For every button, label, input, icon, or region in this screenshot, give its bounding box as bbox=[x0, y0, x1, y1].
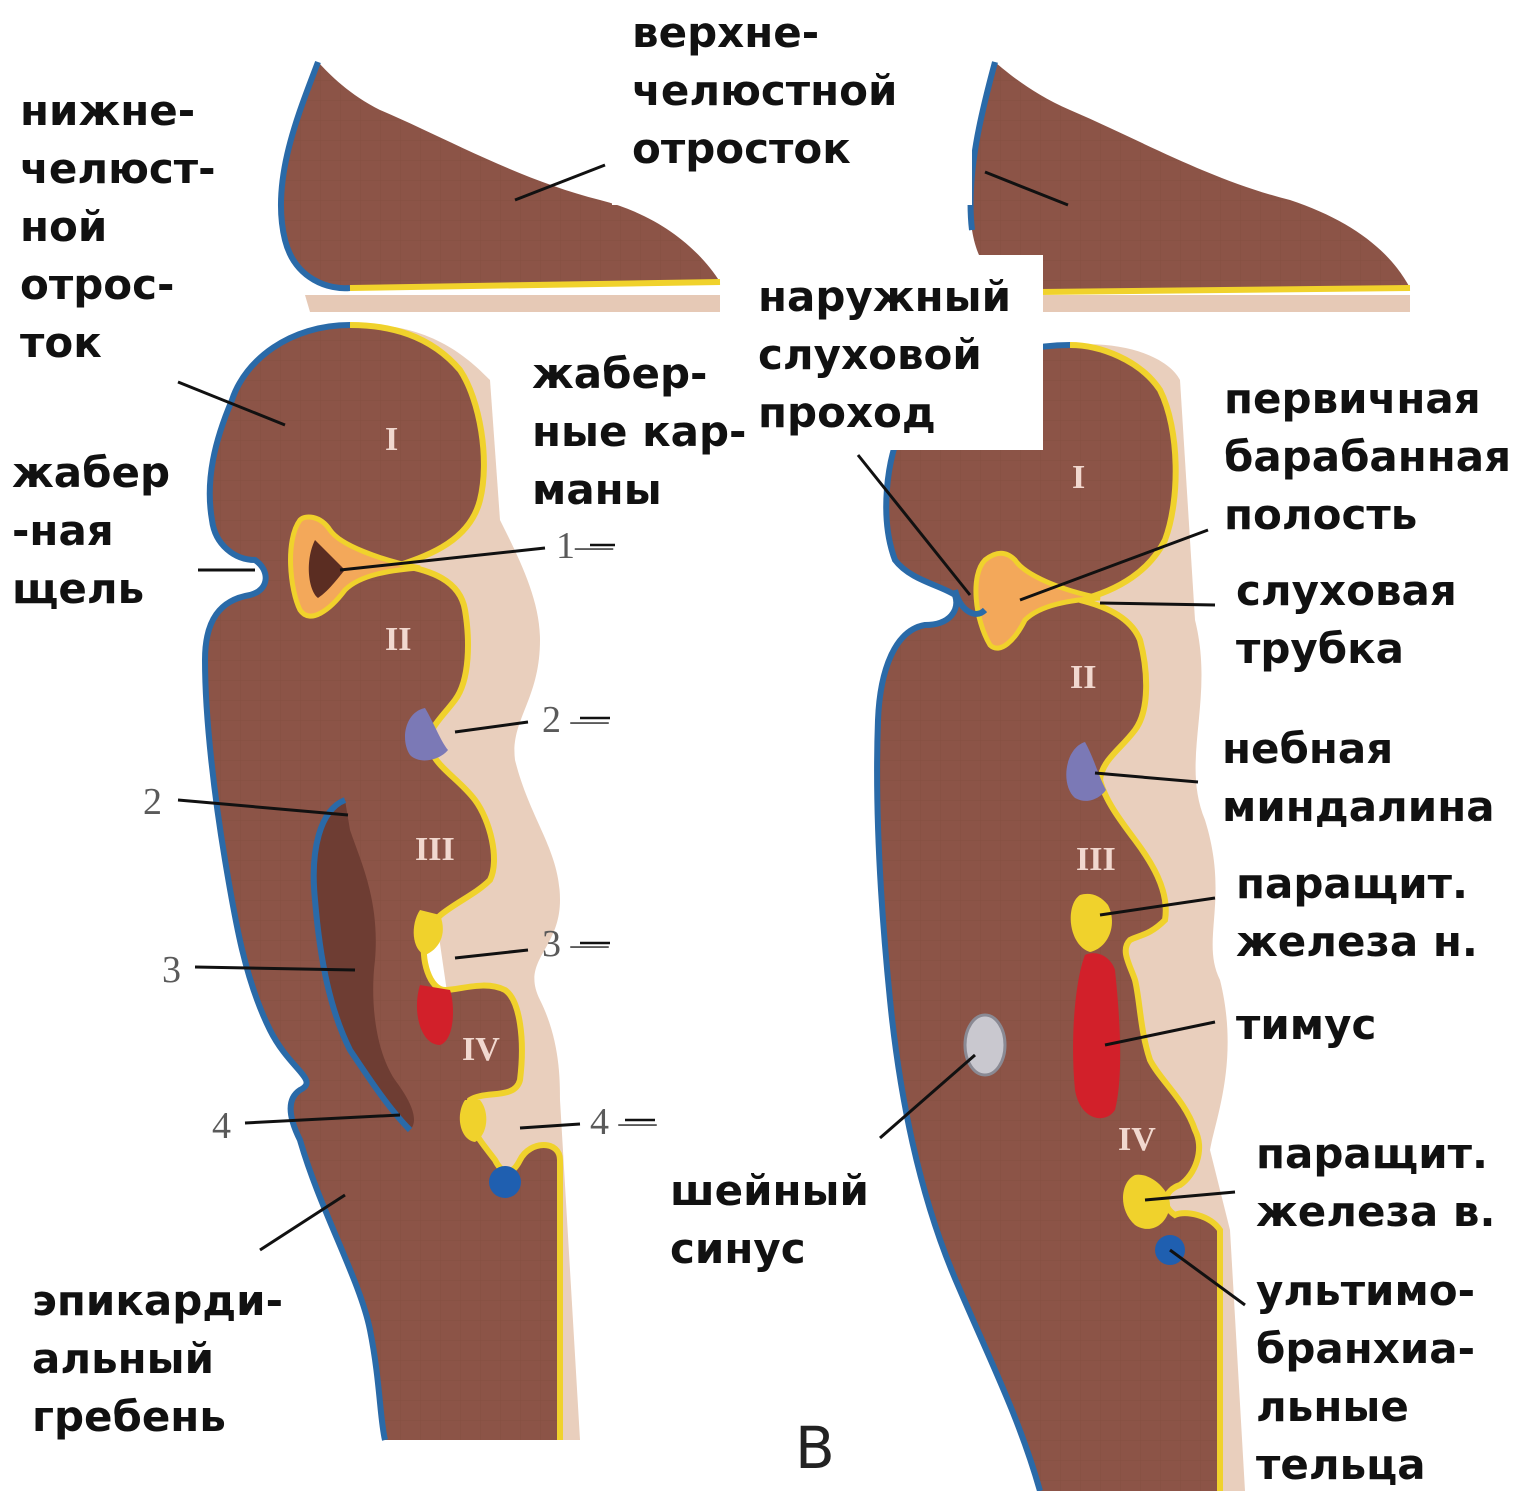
label-superior-parathyroid: паращит. железа в. bbox=[1256, 1125, 1495, 1241]
arch-numeral-II-right: II bbox=[1070, 659, 1096, 696]
label-pharyngeal-pouches: жабер- ные кар- маны bbox=[532, 345, 746, 519]
label-mandibular-process: нижне- челюст- ной отрос- ток bbox=[20, 82, 216, 372]
label-palatine-tonsil: небная миндалина bbox=[1222, 720, 1495, 836]
arch-numeral-IV-left: IV bbox=[462, 1031, 500, 1068]
label-maxillary-process: верхне- челюстной отросток bbox=[632, 4, 897, 178]
label-branchial-cleft: жабер -ная щель bbox=[12, 444, 170, 618]
pouch-number-3: 3 — bbox=[542, 924, 609, 964]
arch-numeral-II-left: II bbox=[385, 621, 411, 658]
label-external-acoustic-meatus: наружный слуховой проход bbox=[758, 268, 1011, 442]
pouch-number-2: 2 — bbox=[542, 700, 609, 740]
number-dashes bbox=[580, 545, 655, 1120]
arch-numeral-IV-right: IV bbox=[1118, 1121, 1156, 1158]
label-epicardial-ridge: эпикарди- альный гребень bbox=[32, 1272, 283, 1446]
label-ultimobranchial-bodies: ультимо- бранхиа- льные тельца bbox=[1256, 1262, 1475, 1491]
pouch-number-4: 4 — bbox=[590, 1102, 657, 1142]
arch-numeral-III-left: III bbox=[415, 831, 455, 868]
label-inferior-parathyroid: паращит. железа н. bbox=[1236, 855, 1478, 971]
cleft-number-2: 2 bbox=[143, 782, 162, 822]
arch-numeral-I-right: I bbox=[1072, 459, 1085, 496]
panel-letter: В bbox=[795, 1418, 835, 1478]
cleft-number-3: 3 bbox=[162, 950, 181, 990]
label-cervical-sinus: шейный синус bbox=[670, 1162, 869, 1278]
pouch-number-1: 1— bbox=[556, 526, 613, 566]
cleft-number-4: 4 bbox=[212, 1106, 231, 1146]
arch-numeral-III-right: III bbox=[1076, 841, 1116, 878]
label-auditory-tube: слуховая трубка bbox=[1236, 562, 1457, 678]
label-primary-tympanic-cavity: первичная барабанная полость bbox=[1224, 370, 1511, 544]
label-thymus: тимус bbox=[1236, 996, 1376, 1054]
arch-numeral-I-left: I bbox=[385, 421, 398, 458]
